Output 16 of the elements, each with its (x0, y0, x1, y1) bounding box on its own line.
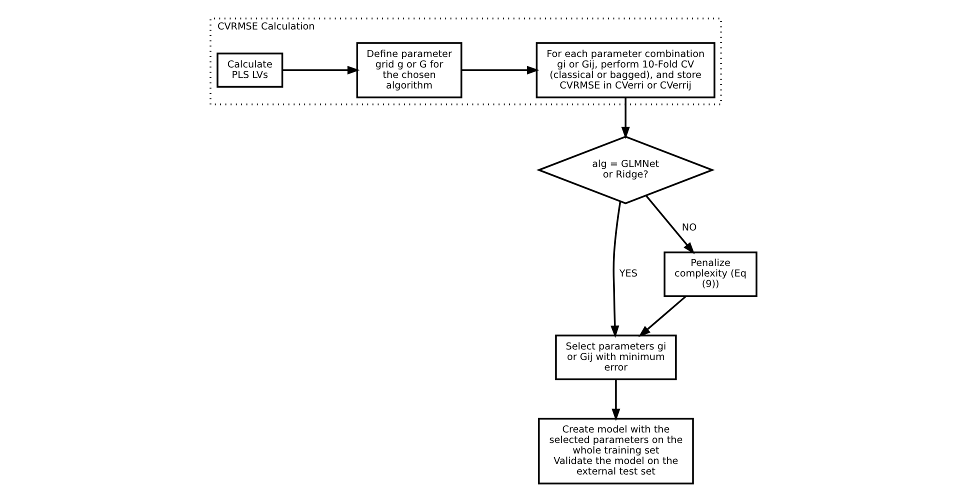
node-box: Penalize complexity (Eq (9)) (664, 251, 758, 297)
edge-label: NO (682, 222, 697, 234)
node-box: Create model with the selected parameters on the whole training set Validate the model on the external test set (538, 418, 694, 484)
node-box: For each parameter combination gi or Gij, perform 10-Fold CV (classical or bagged), and store CVRMSE in CVerri or CVerrij (536, 42, 716, 98)
node-box: Select parameters gi or Gij with minimum error (555, 334, 677, 380)
arrow (638, 296, 686, 338)
arrow (612, 379, 620, 422)
node-diamond: alg = GLMNet or Ridge? (536, 136, 715, 204)
arrow (282, 66, 360, 74)
arrow (645, 195, 695, 254)
arrow (621, 97, 630, 140)
arrow (610, 201, 622, 338)
arrow (462, 66, 540, 74)
node-box: Calculate PLS LVs (216, 52, 284, 88)
node-box: Define parameter grid g or G for the chosen algorithm (356, 42, 462, 98)
edge-label: YES (619, 268, 638, 280)
